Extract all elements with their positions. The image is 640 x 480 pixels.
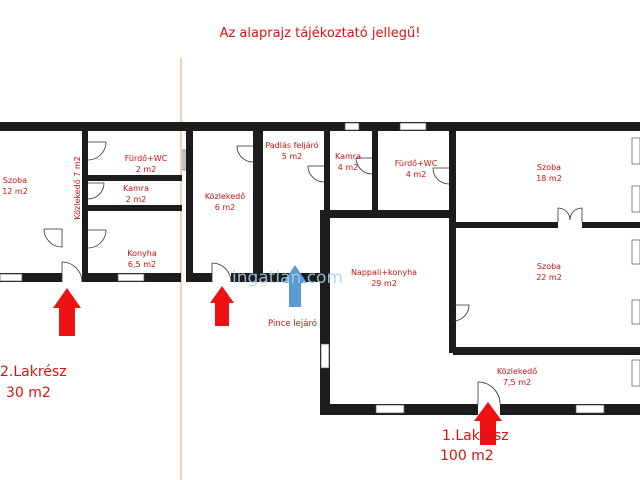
windows bbox=[0, 122, 640, 414]
unit-1-label: 1.Lakrész bbox=[442, 428, 509, 444]
unit-2-label: 2.Lakrész bbox=[0, 364, 67, 380]
unit-1-area: 100 m2 bbox=[440, 448, 494, 464]
cellar-arrow bbox=[283, 265, 307, 307]
entrance-arrow-part1 bbox=[474, 402, 502, 445]
entrance-arrow-middle bbox=[210, 286, 234, 326]
watermark: ingatlan.com bbox=[232, 268, 343, 288]
entrance-arrows bbox=[53, 286, 502, 445]
entrance-arrow-part2 bbox=[53, 288, 81, 336]
room-label-kozlekedo-7: Közlekedő 7 m2 bbox=[73, 156, 82, 219]
disclaimer-notice: Az alaprajz tájékoztató jellegű! bbox=[219, 26, 421, 41]
cellar-access-label: Pince lejáró bbox=[268, 319, 317, 329]
unit-2-area: 30 m2 bbox=[6, 385, 51, 401]
